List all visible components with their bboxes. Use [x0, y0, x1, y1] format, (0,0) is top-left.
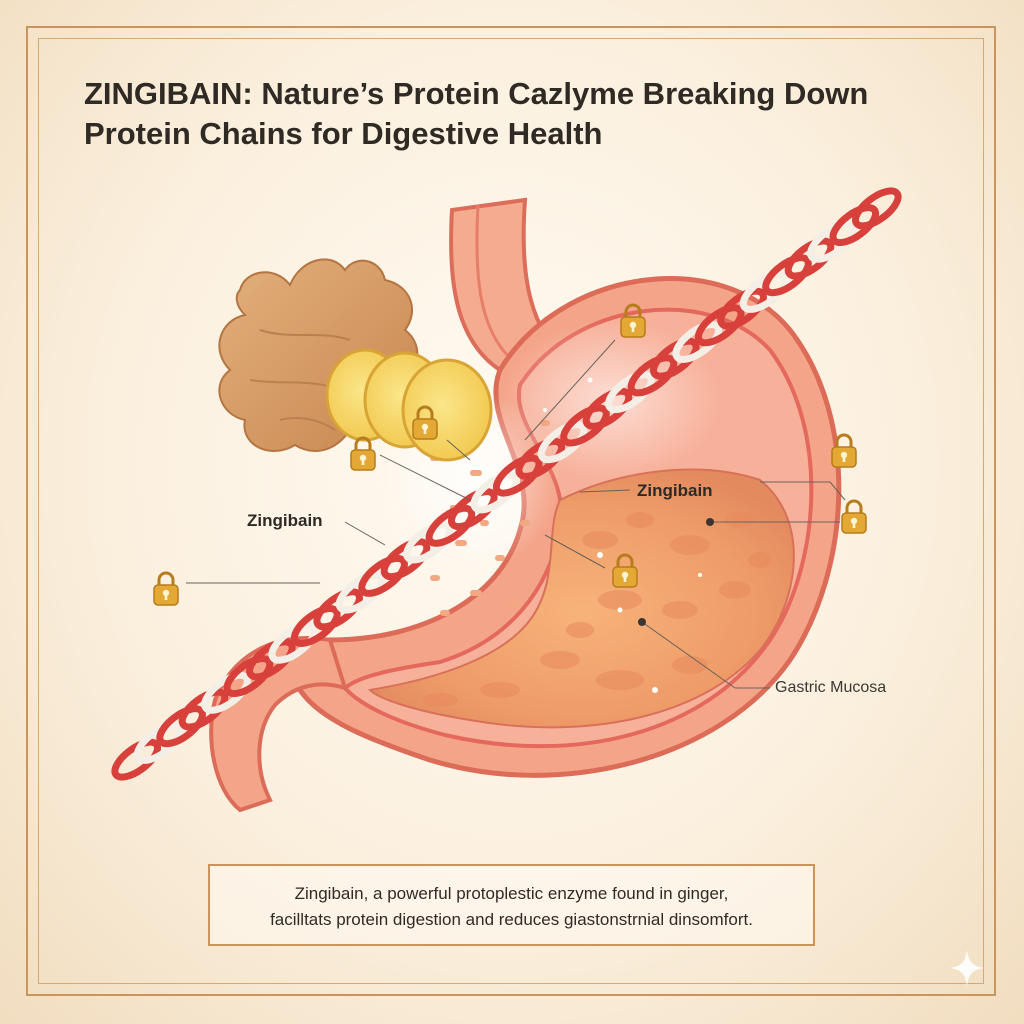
chain-link	[448, 488, 498, 531]
chain-link	[672, 321, 723, 363]
inner-border	[38, 38, 984, 984]
chain-link	[627, 354, 678, 397]
protein-fragments	[430, 420, 550, 616]
chain-link	[515, 437, 565, 480]
title-line-2: Protein Chains for Digestive Health	[84, 116, 603, 151]
padlock-icon	[840, 499, 868, 535]
padlock-icon	[349, 436, 377, 472]
leader-lines	[186, 339, 846, 689]
chain-link	[201, 671, 251, 714]
chain-link	[852, 187, 902, 230]
caption-line-1: Zingibain, a powerful protoplestic enzym…	[294, 884, 729, 903]
chain-link	[313, 588, 363, 631]
outer-border	[26, 26, 996, 996]
chain-link	[492, 454, 543, 497]
chain-link	[223, 655, 274, 698]
sparkle-icon	[950, 950, 984, 986]
chain-link	[380, 538, 431, 581]
gastric-mucosa-label: Gastric Mucosa	[775, 679, 887, 696]
page-title: ZINGIBAIN: Nature’s Protein Cazlyme Brea…	[84, 74, 984, 154]
chain-link	[291, 605, 341, 647]
chain-link	[560, 404, 610, 447]
chain-link	[605, 371, 655, 414]
padlock-icon	[152, 571, 180, 607]
chain-link	[537, 421, 588, 464]
chain-link	[807, 220, 857, 263]
chain-link	[403, 521, 453, 564]
chain-link	[425, 504, 476, 547]
chain-link	[762, 254, 812, 297]
chain-link	[694, 304, 745, 347]
chain-link	[784, 237, 835, 280]
chain-link	[650, 337, 700, 380]
chain-link	[268, 621, 319, 664]
chain-link	[582, 387, 633, 430]
chain-link	[156, 705, 206, 748]
zingibain-label-center: Zingibain	[637, 481, 713, 500]
chain-link	[358, 554, 408, 597]
zingibain-label-left: Zingibain	[247, 511, 323, 530]
chain-link	[717, 287, 767, 330]
caption-line-2: facilltats protein digestion and reduces…	[270, 910, 753, 929]
chain-link	[246, 638, 296, 681]
caption-box: Zingibain, a powerful protoplestic enzym…	[208, 864, 815, 946]
chain-link	[829, 204, 880, 247]
chain-link	[739, 270, 790, 313]
chain-link	[470, 471, 521, 514]
chain-link	[335, 571, 386, 614]
ginger-slices	[325, 348, 493, 462]
chain-link	[178, 688, 229, 731]
title-line-1: ZINGIBAIN: Nature’s Protein Cazlyme Brea…	[84, 76, 869, 111]
protein-chain	[111, 187, 902, 781]
chain-link	[133, 721, 184, 764]
chain-link	[111, 738, 161, 781]
sparkle-dots	[543, 377, 702, 693]
